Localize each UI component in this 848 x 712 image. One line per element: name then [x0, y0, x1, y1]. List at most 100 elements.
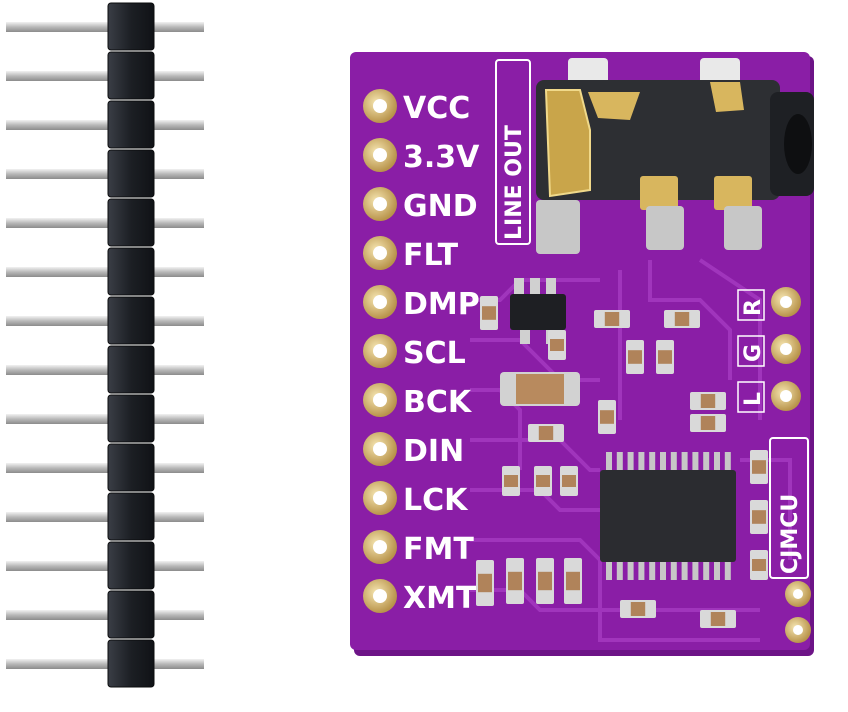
- smd-components: [476, 296, 768, 628]
- header-plastic-block: [107, 2, 155, 51]
- header-pin: [6, 610, 204, 620]
- chip-lead: [703, 452, 710, 472]
- pin-hole: [373, 442, 387, 456]
- smd-part-core: [550, 339, 564, 351]
- header-pin: [6, 512, 204, 522]
- header-plastic-block: [107, 541, 155, 590]
- left-pin-pads: [363, 89, 397, 613]
- chip-leads-top: [606, 452, 731, 472]
- chip-lead: [714, 452, 720, 472]
- header-pins: [6, 22, 204, 669]
- header-plastic-block: [107, 443, 155, 492]
- chip-lead: [692, 560, 699, 580]
- audio-jack: [536, 58, 814, 254]
- header-plastic-block: [107, 296, 155, 345]
- chip-lead: [638, 560, 645, 580]
- pin-hole: [373, 393, 387, 407]
- header-pin: [6, 561, 204, 571]
- pin-label-3v3: 3.3V: [403, 140, 480, 175]
- smd-part-core: [562, 475, 576, 487]
- pin-hole: [373, 246, 387, 260]
- header-pin: [6, 365, 204, 375]
- header-pin: [6, 120, 204, 130]
- chip-lead: [627, 560, 634, 580]
- smd-part-core: [700, 416, 716, 430]
- chip-lead: [724, 452, 731, 472]
- chip-lead: [660, 560, 666, 580]
- smd-part-core: [604, 312, 620, 326]
- pin-hole: [373, 197, 387, 211]
- header-pin: [6, 22, 204, 32]
- chip-lead: [606, 560, 612, 580]
- smd-part-core: [658, 350, 672, 364]
- header-pin: [6, 414, 204, 424]
- chip-leads-bottom: [606, 560, 731, 580]
- header-pin: [6, 267, 204, 277]
- chip-lead: [670, 452, 677, 472]
- chip-lead: [714, 560, 720, 580]
- pin-hole: [373, 491, 387, 505]
- line-out-label-box: [495, 59, 531, 245]
- chip-lead: [703, 560, 710, 580]
- header-pin: [6, 169, 204, 179]
- chip-lead: [649, 560, 656, 580]
- header-pin: [6, 659, 204, 669]
- smd-part-core: [508, 571, 522, 591]
- left-pin-labels: VCC 3.3V GND FLT DMP SCL BCK DIN LCK FMT…: [403, 91, 480, 616]
- pin-hole: [373, 540, 387, 554]
- smd-part-core: [630, 602, 646, 616]
- pin-hole: [373, 99, 387, 113]
- pcb-board: LINE OUT CJMCU VCC 3.3V GND FLT DMP SCL …: [350, 52, 814, 656]
- smd-part-core: [538, 571, 552, 591]
- smd-part-core: [478, 573, 492, 593]
- header-plastic-block: [107, 590, 155, 639]
- right-channel-labels: R G L: [737, 289, 766, 413]
- smd-part-core: [752, 460, 766, 474]
- chip-lead: [616, 560, 623, 580]
- line-out-label: LINE OUT: [502, 125, 527, 240]
- smd-part-core: [482, 306, 496, 320]
- chip-lead: [606, 452, 612, 472]
- header-plastic-blocks: [107, 2, 155, 688]
- channel-label-r: R: [741, 299, 766, 316]
- pin-label-dmp: DMP: [403, 287, 480, 322]
- smd-part-core: [504, 475, 518, 487]
- chip-lead: [660, 452, 666, 472]
- smd-part-core: [700, 394, 716, 408]
- chip-lead: [681, 452, 688, 472]
- smd-part-core: [752, 510, 766, 524]
- pin-label-lck: LCK: [403, 483, 469, 518]
- header-plastic-block: [107, 345, 155, 394]
- pin-label-xmt: XMT: [403, 581, 477, 616]
- chip-lead: [649, 452, 656, 472]
- smd-part-core: [752, 559, 766, 571]
- dac-chip: [600, 452, 736, 580]
- header-plastic-block: [107, 100, 155, 149]
- channel-label-g: G: [741, 344, 766, 362]
- brand-label-box: [769, 437, 809, 579]
- chip-lead: [724, 560, 731, 580]
- smd-part-core: [600, 410, 614, 424]
- header-plastic-block: [107, 247, 155, 296]
- pin-label-din: DIN: [403, 434, 464, 469]
- pin-hole: [373, 344, 387, 358]
- header-plastic-block: [107, 198, 155, 247]
- header-plastic-block: [107, 149, 155, 198]
- header-plastic-block: [107, 394, 155, 443]
- pin-hole: [373, 295, 387, 309]
- header-pin: [6, 71, 204, 81]
- pin-header: [6, 2, 204, 688]
- brand-label: CJMCU: [778, 494, 803, 574]
- chip-lead: [692, 452, 699, 472]
- pin-label-bck: BCK: [403, 385, 473, 420]
- pin-label-vcc: VCC: [403, 91, 470, 126]
- chip-lead: [638, 452, 645, 472]
- header-plastic-block: [107, 51, 155, 100]
- pin-label-fmt: FMT: [403, 532, 474, 567]
- header-pin: [6, 218, 204, 228]
- smd-part-core: [674, 312, 690, 326]
- pin-hole: [373, 148, 387, 162]
- header-pin: [6, 463, 204, 473]
- channel-label-l: L: [741, 392, 766, 406]
- header-plastic-block: [107, 639, 155, 688]
